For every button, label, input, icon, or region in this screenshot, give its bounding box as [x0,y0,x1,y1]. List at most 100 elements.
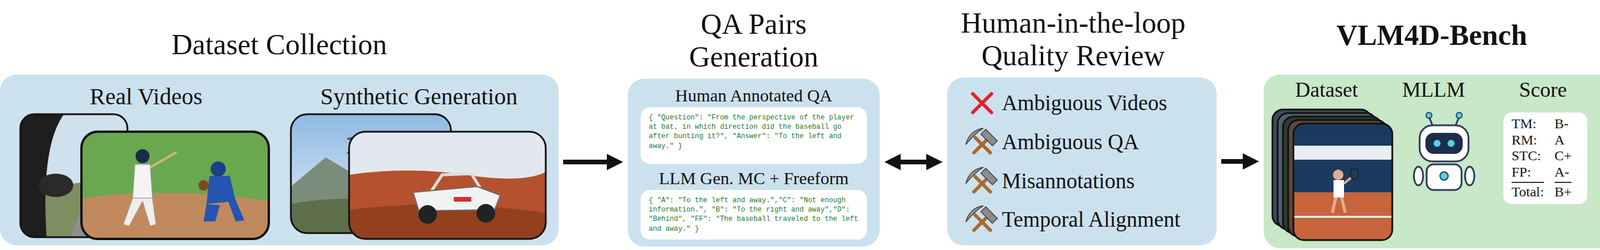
reject-cross-icon [972,93,992,113]
drone-video-frame [354,139,390,152]
dataset-stack [1344,177,1351,184]
rover-video-frame [349,131,546,239]
rover-video-frame [418,204,437,224]
panel: Dataset CollectionReal VideosSynthetic G… [0,74,559,245]
text-slot: Ambiguous QA [1001,129,1139,155]
robot-icon [1465,166,1475,186]
rover-video-frame [349,204,546,239]
score-cell: B+ [1554,181,1573,201]
drone-video-frame [290,148,451,233]
column-label: MLLM [1402,77,1466,102]
dataset-stack [1293,123,1393,240]
dataset-stack [1293,145,1393,160]
score-cell: RM: [1511,132,1545,149]
section-heading: VLM4D-Bench [1263,18,1600,52]
robot-icon [1419,125,1469,162]
baseball-video-frame [228,199,245,222]
drone-video-frame [346,136,364,141]
baseball-video-frame [210,161,226,177]
drone-video-frame [290,114,451,233]
review-item: Temporal Alignment [1001,207,1181,233]
text-slot: LLM Gen. MC + Freeform [640,168,867,189]
drone-video-frame [346,150,364,155]
flow-arrow [563,159,611,165]
text-slot: Score [1519,77,1567,102]
column-label: Score [1519,77,1567,102]
car-video-frame [69,180,128,237]
rover-video-frame [430,173,480,192]
text-slot: Human-in-the-loop Quality Review [933,6,1214,72]
section-heading: QA Pairs Generation [637,7,871,73]
text-slot: Synthetic Generation [320,83,518,110]
flow-arrow [1221,158,1247,164]
text-slot: Misannotations [1001,168,1135,194]
section-heading: Dataset Collection [75,27,483,61]
score-cell: Total: [1511,181,1545,201]
review-item: Ambiguous QA [1001,129,1139,155]
column-label: Dataset [1295,77,1358,102]
tools-icon [965,205,998,230]
score-cell: C+ [1554,147,1573,165]
robot-icon [1447,139,1455,147]
rover-video-frame [349,131,546,239]
baseball-video-frame [206,175,236,204]
baseball-video-frame [81,131,269,239]
qa-box: LLM Gen. MC + Freeform{ "A": "To the lef… [640,189,867,240]
dataset-stack [1282,116,1382,233]
text-slot: QA Pairs Generation [637,7,871,73]
robot-icon [1428,116,1433,126]
tools-icon [965,166,998,192]
baseball-video-frame [135,148,150,163]
rover-video-frame [453,196,472,202]
drone-video-frame [381,150,398,155]
robot-icon [1413,166,1424,186]
robot-icon [1456,112,1463,119]
baseball-video-frame [123,197,156,226]
box-heading: LLM Gen. MC + Freeform [640,168,867,189]
sub-label: Synthetic Generation [320,83,518,110]
dataset-stack [1293,215,1393,218]
robot-icon [1426,112,1432,119]
baseball-video-frame [81,131,269,239]
review-item: Misannotations [1001,168,1135,194]
text-slot: Temporal Alignment [1001,207,1181,233]
robot-icon [1440,171,1449,180]
car-video-frame [20,114,128,237]
text-slot: VLM4D-Bench [1263,18,1600,52]
connector-group [563,161,1247,162]
dataset-stack [1293,123,1393,240]
score-cell: FP: [1511,164,1545,181]
car-video-frame [20,114,128,237]
dataset-stack [1293,192,1393,240]
rover-video-frame [476,203,496,223]
robot-icon [1425,132,1463,154]
drone-video-frame [290,198,451,233]
baseball-video-frame [198,179,209,191]
dataset-stack [1350,167,1359,180]
robot-icon [1426,164,1462,190]
text-slot: Real Videos [89,83,203,110]
drone-video-frame [290,114,451,233]
car-video-frame [20,114,64,237]
robot-icon [1413,112,1475,190]
text-slot: Dataset [1295,77,1358,102]
baseball-video-frame [145,152,176,170]
baseball-video-frame [81,131,269,239]
dataset-stack [1333,179,1344,198]
panel: Human-in-the-loop Quality ReviewAmbiguou… [947,77,1217,245]
car-video-frame [20,114,128,237]
baseball-video-frame [81,131,269,239]
code-text: { "Question": "From the perspective of t… [640,107,867,157]
code-text: { "A": "To the left and away.","C": "Not… [640,189,867,240]
robot-icon [1433,139,1441,147]
dataset-stack [1332,197,1336,213]
drone-video-frame [290,114,451,233]
dataset-stack [1288,119,1388,237]
drone-video-frame [363,140,382,151]
baseball-video-frame [132,164,153,198]
score-cell: TM: [1511,115,1545,133]
text-slot: MLLM [1402,77,1466,102]
score-cell: A [1554,132,1573,149]
